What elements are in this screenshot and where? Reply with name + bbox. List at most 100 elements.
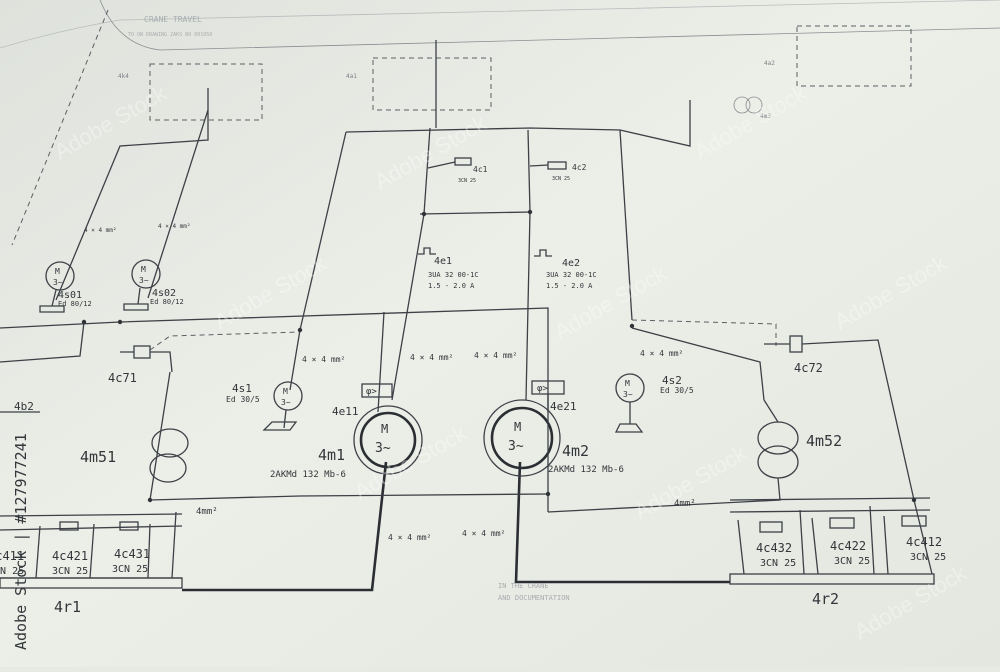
label-4c412-type: 3CN 25: [910, 552, 946, 563]
contact-4c422: [829, 517, 855, 529]
motor-4m2-phase: 3~: [508, 439, 524, 454]
transformer-small-b: [745, 96, 763, 114]
branch-4m51: [149, 371, 549, 501]
motor-4s1: [273, 381, 303, 411]
junction-dots: [81, 209, 917, 503]
label-4c71: 4c71: [108, 371, 137, 385]
label-4c422-type: 3CN 25: [834, 556, 870, 567]
cable-label-right-bus: 4mm²: [674, 499, 696, 509]
contactor-group-left: [35, 511, 177, 579]
resistor-bank-4r2: [729, 573, 935, 585]
transformer-4m51-top: [151, 428, 189, 458]
resistor-bus-right-mid: [729, 509, 931, 513]
cable-label-left-bus: 4mm²: [196, 507, 218, 517]
resistor-bus-left-mid: [0, 525, 183, 531]
contactor-4c431-leg: [147, 511, 177, 579]
label-4c1: 4c1: [473, 165, 488, 174]
motor-4m1: [359, 411, 417, 469]
label-4c432-type: 3CN 25: [760, 558, 796, 569]
motor-4s2-phase: 3~: [623, 390, 633, 399]
contact-4c432: [759, 521, 783, 533]
label-4c411-type: 3CN 25: [0, 566, 24, 577]
title-block-border: [99, 0, 1000, 51]
brake-4s01: [39, 289, 65, 313]
box-4e11: [361, 383, 393, 398]
label-4r2: 4r2: [812, 590, 839, 608]
cable-label-4s2: 4 × 4 mm²: [640, 349, 683, 358]
resistor-bank-4r1: [0, 577, 183, 589]
relay-symbol-4e1: [418, 247, 436, 255]
label-4m1: 4m1: [318, 446, 345, 464]
label-4s01-duty: Ed 80/12: [58, 300, 92, 308]
cable-label-4m2: 4 × 4 mm²: [474, 351, 517, 360]
label-4c1-type: 3CN 25: [458, 178, 476, 184]
motor-4s02-phase: 3~: [139, 276, 149, 285]
label-4s1-duty: Ed 30/5: [226, 395, 260, 404]
supply-4c1-drop: [423, 127, 431, 215]
label-4e2: 4e2: [562, 258, 580, 269]
cable-label-4m1-out: 4 × 4 mm²: [388, 533, 431, 542]
control-bus-left: [0, 321, 85, 363]
tag-4a2: 4a2: [764, 60, 775, 67]
control-bus-right: [631, 327, 765, 401]
cable-label-4m1: 4 × 4 mm²: [410, 353, 453, 362]
contact-4c412: [901, 515, 927, 527]
control-bus-top: [0, 307, 549, 512]
label-4m2-model: 2AKMd 132 Mb-6: [548, 465, 624, 475]
transformer-small-a: [733, 96, 751, 114]
left-dashed-boundary: [11, 9, 109, 246]
label-4s1: 4s1: [232, 382, 252, 395]
label-4c431-type: 3CN 25: [112, 564, 148, 575]
label-4c431: 4c431: [114, 547, 150, 561]
label-4c421-type: 3CN 25: [52, 566, 88, 577]
tag-4k4: 4k4: [118, 73, 129, 80]
label-4m1-model: 2AKMd 132 Mb-6: [270, 470, 346, 480]
crossbar-c1-c2: [419, 211, 533, 215]
label-4e21: 4e21: [550, 400, 577, 413]
label-4s2: 4s2: [662, 374, 682, 387]
tap-4e11: [377, 311, 385, 413]
label-4e2-range: 1.5 - 2.0 A: [546, 282, 593, 290]
label-4e2-type: 3UA 32 00-1C: [546, 271, 597, 279]
label-4m52: 4m52: [806, 432, 842, 450]
label-4c2: 4c2: [572, 163, 587, 172]
motor-4m2-symbol: M: [514, 420, 521, 434]
contactor-4c412-leg: [883, 499, 933, 575]
supply-line-4s01: [55, 88, 209, 301]
label-4e1-type: 3UA 32 00-1C: [428, 271, 479, 279]
watermark-id: Adobe Stock | #127977241: [12, 433, 30, 650]
box-4e21-glyph: φ>: [537, 384, 548, 394]
motor-4m2: [490, 406, 554, 470]
feeder-4m1: [391, 213, 425, 401]
dashed-link-left: [149, 331, 301, 351]
cable-label-upper-b: 4 × 4 mm²: [158, 223, 191, 230]
protection-box-left: [149, 63, 263, 121]
contact-4c2-wire: [529, 164, 549, 167]
contactor-group-right: [737, 499, 933, 575]
header-title: CRANE TRAVEL: [144, 15, 202, 24]
label-4s02-duty: Ed 80/12: [150, 298, 184, 306]
label-4c422: 4c422: [830, 539, 866, 553]
contact-4c1-wire: [427, 161, 456, 169]
contactor-4c422-leg: [811, 505, 875, 575]
motor-4s02: [131, 259, 161, 289]
tag-4a1: 4a1: [346, 73, 357, 80]
label-4r1: 4r1: [54, 598, 81, 616]
relay-symbol-4e2: [534, 249, 552, 257]
coil-4c71-wire: [120, 351, 173, 373]
cable-label-4m2-out: 4 × 4 mm²: [462, 529, 505, 538]
label-4e1-range: 1.5 - 2.0 A: [428, 282, 475, 290]
motor-4m1-symbol: M: [381, 422, 388, 436]
label-4c411: 4c411: [0, 549, 24, 563]
faint-print-2: AND DOCUMENTATION: [498, 594, 570, 602]
label-4c2-type: 3CN 25: [552, 176, 570, 182]
label-4e1: 4e1: [434, 256, 452, 267]
brake-4s1-feeder: [289, 329, 301, 391]
transformer-4m51-bottom: [149, 453, 187, 483]
contact-4c431: [119, 521, 139, 531]
protection-box-right: [796, 25, 912, 87]
dashed-link-right: [631, 319, 777, 346]
